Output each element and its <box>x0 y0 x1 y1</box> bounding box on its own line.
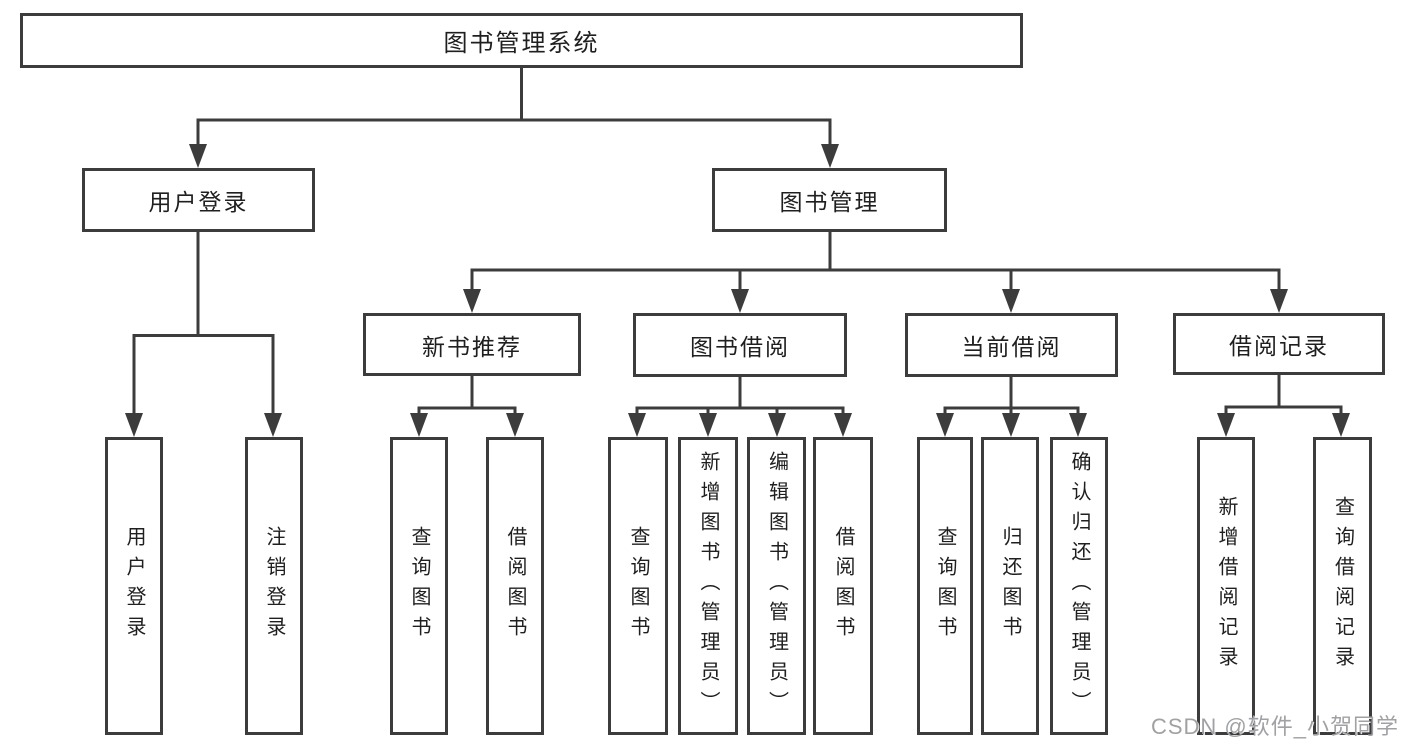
leaf-label: 归还图书 <box>999 526 1021 646</box>
node-label: 图书管理 <box>779 189 880 215</box>
leaf-label: 借阅图书 <box>504 526 526 646</box>
leaf-label: 新增借阅记录 <box>1215 496 1237 676</box>
leaf-label: 查询图书 <box>934 526 956 646</box>
node-label: 图书管理系统 <box>443 30 600 57</box>
leaf-cb-confirm-return-admin: 确认归还（管理员） <box>1050 437 1108 735</box>
node-label: 借阅记录 <box>1229 333 1329 359</box>
node-book-management: 图书管理 <box>712 168 947 232</box>
leaf-label: 借阅图书 <box>832 526 854 646</box>
leaf-bb-borrow-book: 借阅图书 <box>813 437 873 735</box>
node-borrow-records: 借阅记录 <box>1173 313 1385 375</box>
leaf-label: 查询借阅记录 <box>1331 496 1354 676</box>
leaf-nb-query-book: 查询图书 <box>390 437 448 735</box>
leaf-bb-edit-book-admin: 编辑图书（管理员） <box>747 437 806 735</box>
leaf-user-login: 用户登录 <box>105 437 163 735</box>
node-user-login: 用户登录 <box>82 168 315 232</box>
leaf-nb-borrow-book: 借阅图书 <box>486 437 544 735</box>
leaf-label: 查询图书 <box>627 526 649 646</box>
leaf-label: 新增图书（管理员） <box>697 451 719 721</box>
leaf-label: 确认归还（管理员） <box>1068 451 1090 721</box>
leaf-cb-return-book: 归还图书 <box>981 437 1039 735</box>
leaf-label: 用户登录 <box>123 526 145 646</box>
node-library-management-system: 图书管理系统 <box>20 13 1023 68</box>
node-label: 用户登录 <box>148 189 249 215</box>
node-label: 图书借阅 <box>690 334 790 360</box>
node-label: 当前借阅 <box>961 334 1062 360</box>
leaf-label: 注销登录 <box>263 526 285 646</box>
node-current-borrow: 当前借阅 <box>905 313 1118 377</box>
leaf-cb-query-book: 查询图书 <box>917 437 973 735</box>
leaf-br-add-record: 新增借阅记录 <box>1197 437 1255 735</box>
leaf-logout: 注销登录 <box>245 437 303 735</box>
node-label: 新书推荐 <box>422 333 522 360</box>
leaf-label: 编辑图书（管理员） <box>765 451 788 721</box>
node-book-borrow: 图书借阅 <box>633 313 847 377</box>
leaf-label: 查询图书 <box>408 526 430 646</box>
node-new-book-recommend: 新书推荐 <box>363 313 581 376</box>
leaf-bb-query-book: 查询图书 <box>608 437 668 735</box>
leaf-bb-add-book-admin: 新增图书（管理员） <box>678 437 738 735</box>
leaf-br-query-record: 查询借阅记录 <box>1313 437 1372 735</box>
csdn-watermark: CSDN @软件_小贺同学 <box>1150 714 1399 739</box>
